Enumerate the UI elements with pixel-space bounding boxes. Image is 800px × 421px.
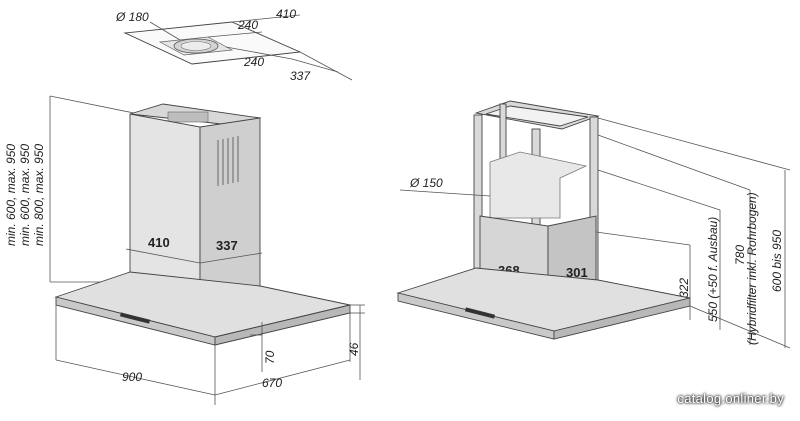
vent-slots: [217, 136, 239, 186]
hybrid-filter: [489, 151, 588, 219]
outer-depth-label: 337: [290, 69, 311, 83]
outer-width-label: 410: [276, 7, 296, 21]
dim-550-label: 550 (+50 f. Ausbau): [706, 217, 720, 322]
duct-diameter-label: Ø 180: [115, 10, 149, 24]
frame-depth-label: 301: [566, 265, 588, 280]
control-panel-right: [464, 307, 496, 319]
pipe-diameter-label: Ø 150: [409, 176, 443, 190]
mounting-frame: [473, 100, 600, 310]
dim-780-note: (Hybridfilter inkl. Rohrbogen): [745, 192, 759, 345]
watermark: catalog.onliner.by: [677, 391, 784, 406]
hood-width-label: 900: [122, 370, 142, 384]
chimney-depth-label: 337: [216, 238, 238, 253]
control-panel: [119, 312, 151, 324]
dim-600-950-label: 600 bis 950: [770, 230, 784, 292]
right-hood-view: Ø 150 368 301 322 550 (+50 f. Ausbau) 78…: [396, 100, 791, 349]
canopy-top-right: [396, 267, 691, 332]
hood-height-label: 70: [263, 350, 277, 364]
height-label-3: min. 800, max. 950: [32, 144, 46, 246]
chimney-width-label: 410: [148, 235, 170, 250]
top-view: Ø 180 410 240 240 337: [115, 7, 353, 83]
inner-depth-label: 240: [243, 55, 264, 69]
hood-depth-label: 670: [262, 376, 282, 390]
height-label-1: min. 600, max. 950: [4, 144, 18, 246]
edge-height-label: 46: [347, 342, 361, 356]
inner-width-label: 240: [237, 18, 258, 32]
canopy-top: [54, 271, 351, 338]
chimney-opening: [167, 111, 209, 123]
height-label-2: min. 600, max. 950: [18, 144, 32, 246]
left-hood-view: min. 600, max. 950 min. 600, max. 950 mi…: [4, 95, 365, 405]
dim-780-label: 780: [733, 245, 747, 265]
dim-322-label: 322: [677, 278, 691, 298]
